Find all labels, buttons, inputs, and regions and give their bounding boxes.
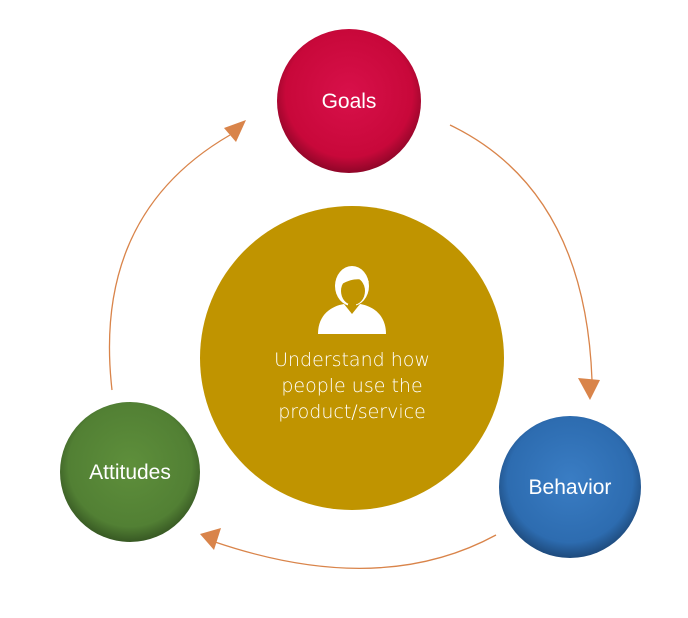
- attitudes-label: Attitudes: [89, 461, 171, 484]
- behavior-circle: [499, 416, 641, 558]
- arrowhead-attitudes: [200, 528, 221, 550]
- center-text-line-2: people use the: [281, 375, 422, 397]
- center-circle: [200, 206, 504, 510]
- goals-label: Goals: [322, 90, 377, 113]
- arrowhead-goals: [224, 120, 246, 142]
- arrow-behavior-to-attitudes: [214, 534, 497, 569]
- center-text-line-1: Understand how: [274, 349, 430, 371]
- attitudes-circle: [60, 402, 200, 542]
- center-text-line-3: product/service: [278, 401, 426, 423]
- goals-node: Goals: [277, 29, 421, 173]
- cycle-arrows: [108, 120, 600, 569]
- person-icon: [318, 266, 386, 334]
- attitudes-node: Attitudes: [60, 402, 200, 542]
- arrow-attitudes-to-goals: [108, 134, 231, 391]
- arrowhead-behavior: [578, 378, 600, 400]
- arrow-goals-to-behavior: [449, 124, 593, 381]
- behavior-node: Behavior: [499, 416, 641, 558]
- goals-circle: [277, 29, 421, 173]
- center-node: Understand how people use the product/se…: [200, 206, 504, 510]
- behavior-label: Behavior: [529, 476, 612, 499]
